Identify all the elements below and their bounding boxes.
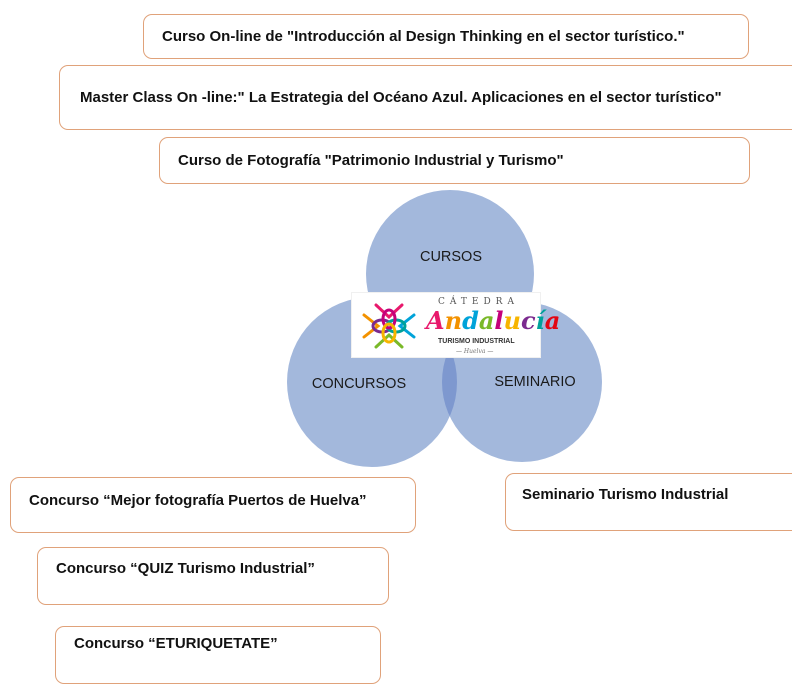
logo-letter: a — [544, 306, 561, 335]
logo-letter: u — [503, 306, 521, 335]
venn-label-seminario: SEMINARIO — [494, 374, 576, 390]
logo-letter: l — [494, 306, 504, 335]
curso-fotografia-label: Curso de Fotografía "Patrimonio Industri… — [178, 152, 564, 169]
logo-letter: a — [478, 306, 495, 335]
logo-emblem-icon — [362, 303, 416, 349]
logo-letter: n — [444, 306, 463, 335]
curso-design-thinking-box: Curso On-line de "Introducción al Design… — [143, 14, 749, 59]
concurso-quiz-label: Concurso “QUIZ Turismo Industrial” — [56, 560, 315, 577]
concurso-quiz-box: Concurso “QUIZ Turismo Industrial” — [37, 547, 389, 605]
master-class-oceano-azul-box: Master Class On -line:" La Estrategia de… — [59, 65, 792, 130]
seminario-turismo-industrial-box: Seminario Turismo Industrial — [505, 473, 792, 531]
logo-subtitle: TURISMO INDUSTRIAL — [438, 338, 515, 345]
logo-letter: í — [535, 306, 545, 335]
logo-andalucia-word: Andalucía — [426, 306, 560, 335]
concurso-eturiquetate-box: Concurso “ETURIQUETATE” — [55, 626, 381, 684]
concurso-fotografia-puertos-box: Concurso “Mejor fotografía Puertos de Hu… — [10, 477, 416, 533]
seminario-turismo-industrial-label: Seminario Turismo Industrial — [522, 486, 729, 503]
venn-label-cursos: CURSOS — [419, 249, 483, 265]
concurso-fotografia-puertos-label: Concurso “Mejor fotografía Puertos de Hu… — [29, 492, 367, 509]
concurso-eturiquetate-label: Concurso “ETURIQUETATE” — [74, 635, 278, 652]
curso-design-thinking-label: Curso On-line de "Introducción al Design… — [162, 28, 685, 45]
curso-fotografia-box: Curso de Fotografía "Patrimonio Industri… — [159, 137, 750, 184]
logo-city: — Huelva — — [456, 348, 494, 355]
logo-letter: c — [521, 306, 536, 335]
logo-catedra-text: CÁTEDRA — [438, 297, 519, 307]
master-class-oceano-azul-label: Master Class On -line:" La Estrategia de… — [80, 89, 722, 106]
logo-letter: A — [426, 306, 445, 335]
logo-letter: d — [462, 306, 479, 335]
venn-label-concursos: CONCURSOS — [311, 376, 407, 392]
catedra-andalucia-logo: CÁTEDRA Andalucía TURISMO INDUSTRIAL — H… — [351, 292, 560, 358]
